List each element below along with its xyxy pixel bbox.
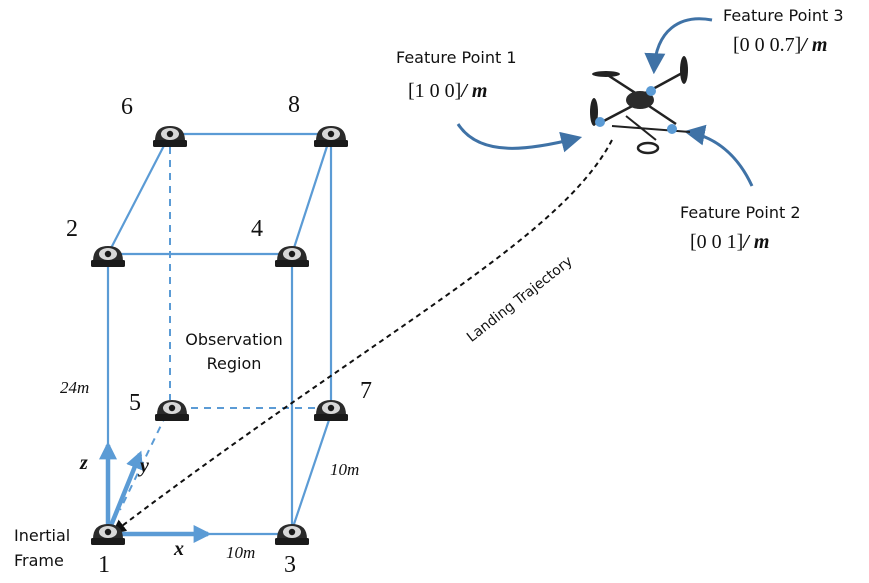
feature-point-2-unit: / m bbox=[743, 231, 770, 253]
edge-7-3 bbox=[290, 413, 333, 531]
feature-point-3-vector: [0 0 0.7]/ m bbox=[733, 34, 827, 57]
camera-7-label: 7 bbox=[360, 378, 372, 404]
feature-point-1-label: Feature Point 1 bbox=[396, 48, 517, 67]
drone-icon bbox=[590, 56, 691, 155]
feature-point-2-coords: [0 0 1] bbox=[690, 231, 744, 253]
edge-8-4 bbox=[290, 133, 333, 255]
feature-point-3-arrow bbox=[644, 17, 713, 75]
camera-2-icon bbox=[91, 246, 125, 267]
feature-point-1-coords: [1 0 0] bbox=[408, 80, 462, 102]
feature-point-2-arrow bbox=[683, 124, 754, 187]
camera-7-icon bbox=[314, 400, 348, 421]
camera-4-label: 4 bbox=[251, 216, 263, 242]
observation-region-line1: Observation bbox=[185, 330, 283, 349]
inertial-frame-line2: Frame bbox=[14, 551, 64, 570]
feature-point-1-unit: / m bbox=[461, 80, 488, 102]
camera-1-label: 1 bbox=[98, 552, 110, 578]
camera-5-icon bbox=[155, 400, 189, 421]
inertial-frame-line1: Inertial bbox=[14, 526, 71, 545]
feature-point-2-vector: [0 0 1]/ m bbox=[690, 231, 769, 254]
observation-region-label: Observation Region bbox=[172, 328, 296, 376]
camera-5-label: 5 bbox=[129, 390, 141, 416]
feature-arrows bbox=[456, 17, 754, 187]
feature-point-3-unit: / m bbox=[801, 34, 828, 56]
feature-point-1-arrow bbox=[456, 123, 583, 153]
axis-x-label: x bbox=[174, 538, 184, 560]
axis-y-label: y bbox=[140, 455, 149, 477]
camera-8-label: 8 bbox=[288, 92, 300, 118]
feature-point-1-vector: [1 0 0]/ m bbox=[408, 80, 487, 103]
hidden-edges bbox=[119, 134, 331, 511]
camera-2-label: 2 bbox=[66, 216, 78, 242]
inertial-frame-label: Inertial Frame bbox=[14, 523, 70, 573]
height-dimension: 24m bbox=[60, 378, 90, 397]
feature-point-3-coords: [0 0 0.7] bbox=[733, 34, 802, 56]
feature-point-2-label: Feature Point 2 bbox=[680, 203, 801, 222]
depth-dimension: 10m bbox=[330, 460, 360, 479]
feature-point-3-label: Feature Point 3 bbox=[723, 6, 844, 25]
camera-4-icon bbox=[275, 246, 309, 267]
edge-5-1 bbox=[119, 414, 167, 511]
camera-8-icon bbox=[314, 126, 348, 147]
camera-6-label: 6 bbox=[121, 94, 133, 120]
axis-y-arrow bbox=[107, 450, 143, 529]
camera-3-icon bbox=[275, 524, 309, 545]
camera-1-icon bbox=[91, 524, 125, 545]
observation-region-line2: Region bbox=[206, 354, 262, 373]
camera-6-icon bbox=[153, 126, 187, 147]
camera-3-label: 3 bbox=[284, 552, 296, 578]
width-dimension: 10m bbox=[226, 543, 256, 562]
landing-trajectory-path bbox=[111, 139, 613, 534]
axis-z-label: z bbox=[80, 452, 88, 474]
inertial-axes bbox=[99, 441, 212, 543]
edge-6-2 bbox=[107, 133, 171, 255]
